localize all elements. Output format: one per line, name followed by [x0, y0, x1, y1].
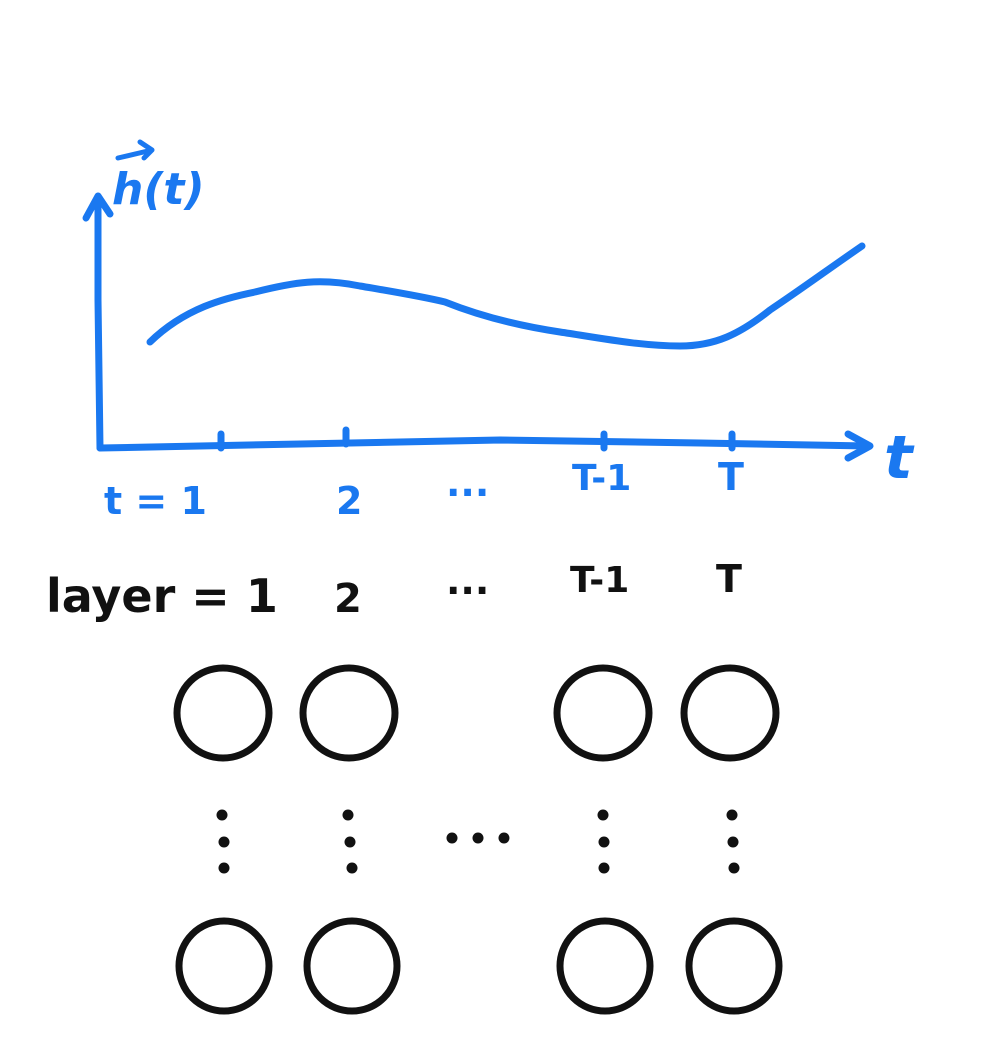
time-series-plot — [82, 139, 874, 462]
neuron-circle — [303, 917, 401, 1015]
neuron-circle — [556, 917, 654, 1015]
ellipsis-dot — [218, 862, 230, 874]
neuron-circle — [680, 664, 780, 762]
ellipsis-dot — [446, 832, 458, 844]
vector-arrow-icon — [115, 139, 155, 161]
neuron-circle — [685, 917, 783, 1015]
ellipsis-dot — [344, 836, 356, 848]
tick-label-2: 2 — [336, 479, 362, 523]
x-axis-arrowhead — [844, 430, 874, 462]
x-axis-label: t — [884, 423, 915, 493]
neuron-circle — [299, 664, 399, 762]
ellipsis-dot — [216, 809, 228, 821]
ellipsis-dot — [472, 832, 484, 844]
tick-label-T-1: T-1 — [572, 458, 631, 499]
tick-label-1: t = 1 — [104, 479, 207, 523]
vertical-ellipsis-group — [216, 809, 740, 874]
neuron-row-bottom — [175, 917, 783, 1015]
ellipsis-dot — [598, 862, 610, 874]
neuron-circle — [175, 917, 273, 1015]
vertical-ellipsis-col-T — [726, 809, 740, 874]
ellipsis-dot — [727, 836, 739, 848]
ellipsis-dot — [346, 862, 358, 874]
vertical-ellipsis-col-T-1 — [597, 809, 610, 874]
ellipsis-dot — [726, 809, 738, 821]
vertical-ellipsis-col-1 — [216, 809, 230, 874]
ellipsis-dot — [342, 809, 354, 821]
horizontal-ellipsis — [446, 832, 510, 844]
y-axis-arrowhead — [82, 192, 114, 222]
ellipsis-dot — [498, 832, 510, 844]
layer-label-ellipsis: ... — [446, 559, 489, 603]
y-axis — [94, 194, 104, 452]
layer-label-T: T — [716, 557, 742, 601]
layer-label-T-1: T-1 — [570, 560, 629, 601]
ellipsis-dot — [597, 809, 609, 821]
layer-row-label: layer = 1 — [46, 569, 278, 623]
tick-label-ellipsis: ... — [446, 461, 489, 505]
ellipsis-dot — [598, 836, 610, 848]
tick-label-T: T — [718, 455, 744, 499]
x-axis — [96, 436, 872, 452]
ellipsis-dot — [218, 836, 230, 848]
h-of-t-curve — [146, 242, 866, 350]
y-axis-label: h(t) — [112, 164, 205, 215]
neuron-row-top — [173, 664, 780, 762]
neuron-circle — [553, 664, 653, 762]
vertical-ellipsis-col-2 — [342, 809, 358, 874]
layer-label-2: 2 — [334, 576, 362, 622]
ellipsis-dot — [728, 862, 740, 874]
neuron-circle — [173, 664, 273, 762]
